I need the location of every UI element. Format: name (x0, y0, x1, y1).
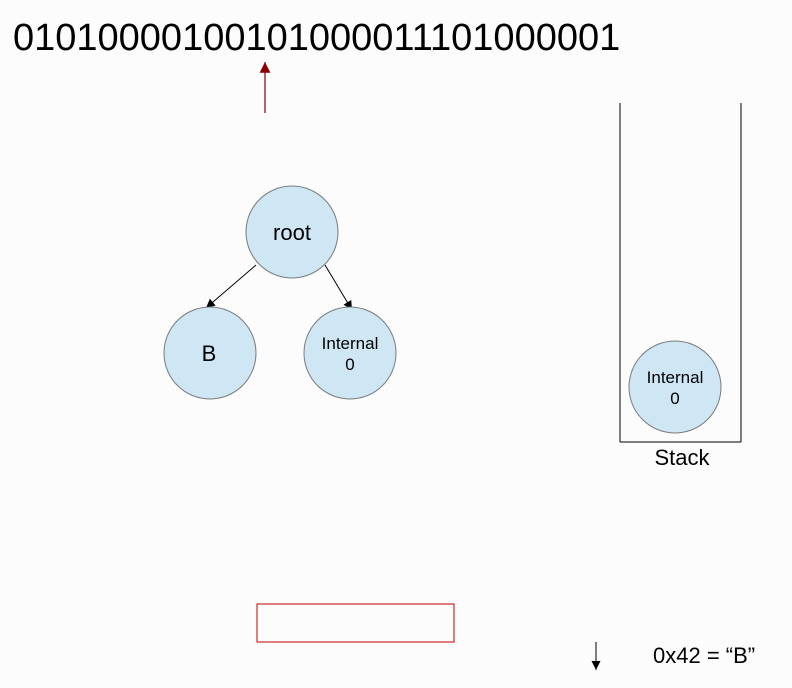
tree-node-b: B (163, 306, 257, 400)
bit-stream: 01010000100101000011101000001 (13, 17, 620, 59)
tree-node-root-label: root (273, 220, 311, 245)
tree-node-b-label: B (202, 341, 217, 366)
stack-label: Stack (654, 445, 710, 470)
tree-node-root: root (245, 185, 339, 279)
hex-note: 0x42 = “B” (653, 643, 755, 668)
stack-item: Internal 0 (628, 340, 722, 434)
stack-container (619, 103, 742, 443)
tree-node-internal: Internal 0 (303, 306, 397, 400)
stack-item-line1: Internal (647, 368, 704, 387)
tree-node-internal-line1: Internal (322, 334, 379, 353)
tree-node-internal-line2: 0 (345, 355, 354, 374)
edge-root-to-internal (324, 264, 353, 311)
stack-item-line2: 0 (670, 389, 679, 408)
output-box (256, 603, 455, 643)
edge-root-to-b (205, 264, 257, 309)
